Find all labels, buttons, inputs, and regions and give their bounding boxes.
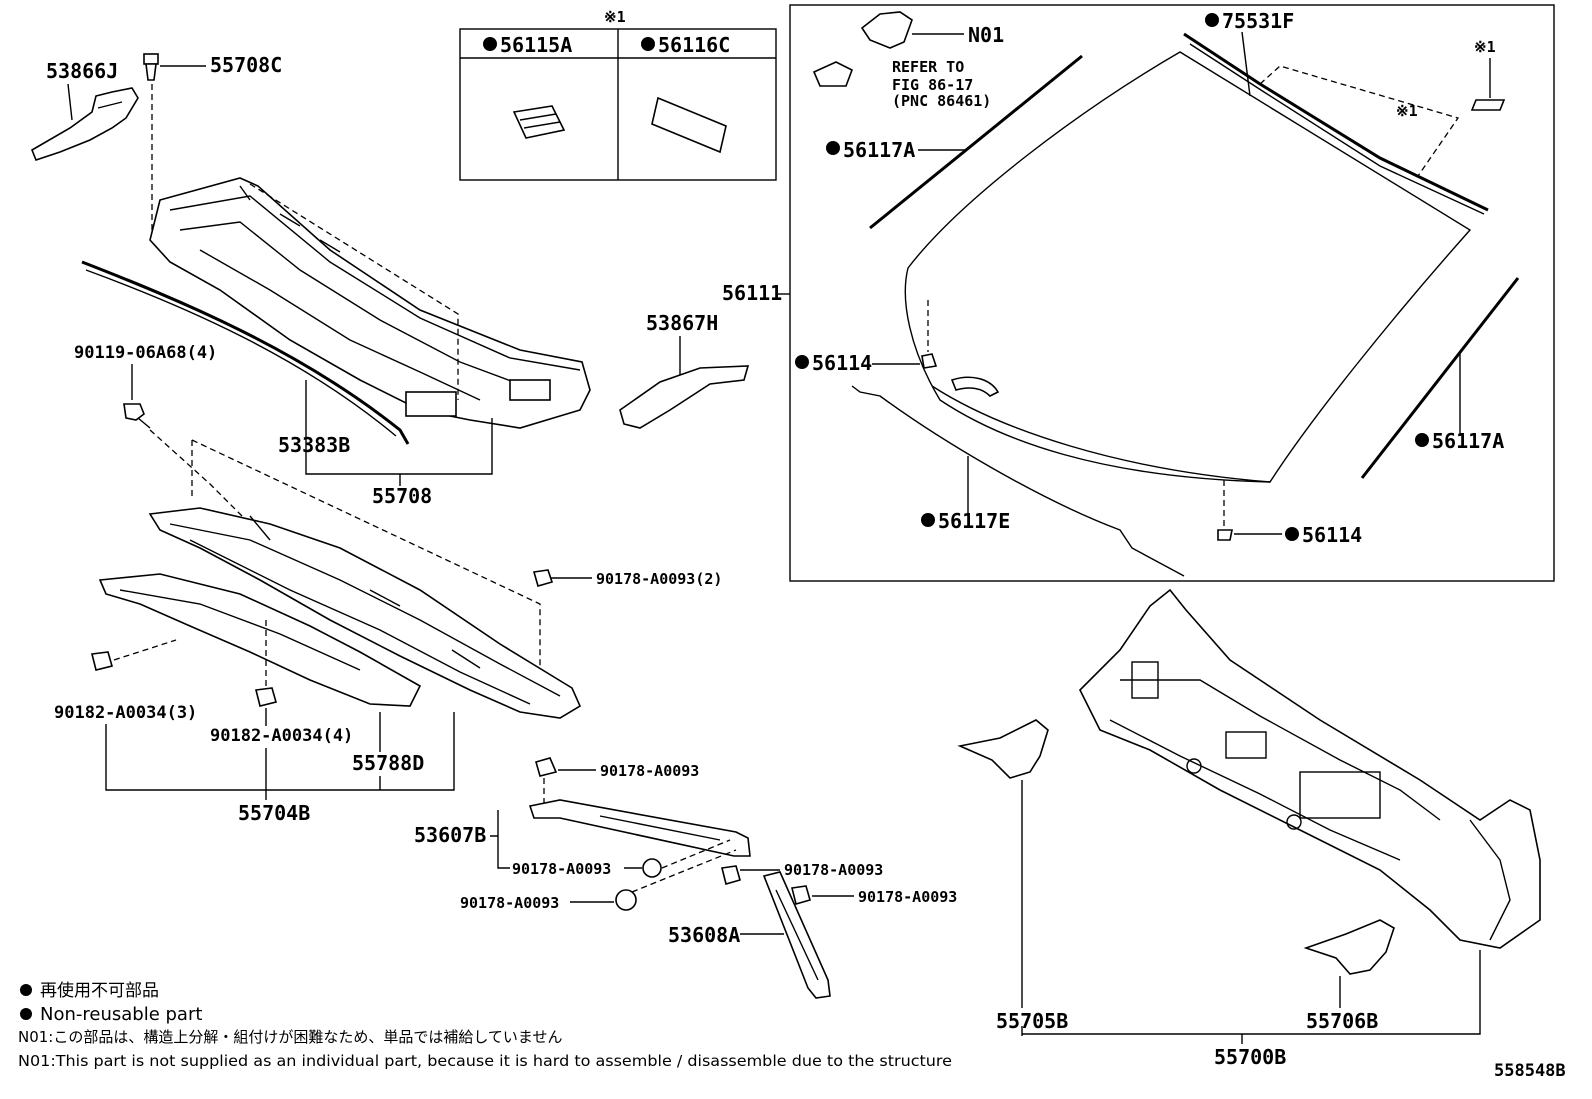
- non-reusable-marker: [826, 141, 840, 155]
- label-55706B: 55706B: [1306, 1009, 1378, 1033]
- part-53607B-brace: [528, 799, 751, 857]
- part-90182-nut-left: [91, 651, 113, 671]
- label-55705B: 55705B: [996, 1009, 1068, 1033]
- label-55788D: 55788D: [352, 751, 424, 775]
- label-refer-line2: FIG 86-17: [892, 76, 973, 94]
- part-56114-left: [921, 353, 938, 369]
- note-jp: N01:この部品は、構造上分解・組付けが困難なため、単品では補給していません: [18, 1028, 562, 1046]
- part-55705B: [957, 719, 1049, 779]
- label-90178-A0093-e: 90178-A0093: [858, 888, 957, 906]
- part-53866J: [31, 87, 139, 161]
- label-56117A-top: 56117A: [843, 138, 915, 162]
- label-53866J: 53866J: [46, 59, 118, 83]
- part-53867H: [619, 365, 750, 429]
- part-90178-nut-e: [721, 865, 741, 885]
- part-56117E-strip: [851, 385, 1185, 577]
- non-reusable-marker: [1205, 13, 1219, 27]
- legend-marker-en: [20, 1008, 32, 1020]
- label-75531F: 75531F: [1222, 9, 1294, 33]
- part-75531F-molding: [1183, 32, 1489, 215]
- note-en: N01:This part is not supplied as an indi…: [18, 1052, 952, 1070]
- label-refer-line3: (PNC 86461): [892, 92, 991, 110]
- part-N01: [860, 11, 913, 49]
- label-90178-A0093-a: 90178-A0093: [600, 762, 699, 780]
- part-90119-bolt: [123, 403, 151, 429]
- label-ref-mark-right2: ※1: [1396, 102, 1418, 120]
- figure-id: 558548B: [1494, 1061, 1566, 1081]
- label-55704B: 55704B: [238, 801, 310, 825]
- part-90182-nut-center: [255, 687, 277, 707]
- label-53607B: 53607B: [414, 823, 486, 847]
- non-reusable-marker: [1285, 527, 1299, 541]
- non-reusable-marker: [795, 355, 809, 369]
- label-56114-bottom: 56114: [1302, 523, 1362, 547]
- non-reusable-marker: [921, 513, 935, 527]
- part-90178-nut-f: [791, 885, 811, 905]
- label-56111: 56111: [722, 281, 782, 305]
- part-56115A: [512, 105, 566, 139]
- label-N01: N01: [968, 23, 1004, 47]
- part-90178-nut-d: [615, 889, 637, 911]
- label-55700B: 55700B: [1214, 1045, 1286, 1069]
- part-ref-clip: [1470, 99, 1506, 111]
- part-53608A-brace: [762, 871, 831, 999]
- part-55708C-clip: [143, 53, 159, 81]
- label-56115A: 56115A: [500, 33, 572, 57]
- part-56117A-left-strip: [869, 54, 1083, 230]
- label-56114-left: 56114: [812, 351, 872, 375]
- part-53383B-seal: [81, 260, 410, 445]
- label-56116C: 56116C: [658, 33, 730, 57]
- part-55788D-panel: [98, 573, 422, 707]
- legend-jp: 再使用不可部品: [40, 980, 159, 1001]
- part-90178-nut-c: [642, 858, 662, 878]
- non-reusable-marker: [1415, 433, 1429, 447]
- part-56111-windshield: [904, 51, 1472, 483]
- part-90178-nut-a: [532, 569, 554, 587]
- label-55708: 55708: [372, 484, 432, 508]
- legend-marker-jp: [20, 984, 32, 996]
- label-90182-A0034-3: 90182-A0034(3): [54, 703, 197, 723]
- part-56114-bottom: [1217, 529, 1233, 541]
- part-55700B-dash-panel: [1079, 588, 1541, 949]
- part-56116C: [651, 96, 727, 154]
- non-reusable-marker: [483, 37, 497, 51]
- part-55708-cowl-top: [149, 177, 591, 429]
- label-90178-A0093-d: 90178-A0093: [784, 861, 883, 879]
- label-56117E: 56117E: [938, 509, 1010, 533]
- part-55706B: [1303, 919, 1395, 975]
- label-ref-mark-right1: ※1: [1474, 38, 1496, 56]
- label-90178-A0093-2: 90178-A0093(2): [596, 570, 722, 588]
- label-refer-line1: REFER TO: [892, 58, 964, 76]
- label-53867H: 53867H: [646, 311, 718, 335]
- part-N01-bracket: [812, 61, 854, 87]
- label-53608A: 53608A: [668, 923, 740, 947]
- label-ref-mark-top: ※1: [604, 8, 626, 26]
- part-55704B-panel: [148, 507, 582, 719]
- label-55708C: 55708C: [210, 53, 282, 77]
- part-90178-nut-b: [535, 757, 558, 777]
- part-56117A-right-strip: [1360, 277, 1520, 479]
- label-90178-A0093-b: 90178-A0093: [512, 860, 611, 878]
- label-53383B: 53383B: [278, 433, 350, 457]
- label-90182-A0034-4: 90182-A0034(4): [210, 726, 353, 746]
- legend-en: Non-reusable part: [40, 1004, 202, 1025]
- windshield-box: [789, 4, 1555, 582]
- label-90119-06A68: 90119-06A68(4): [74, 343, 217, 363]
- inset-box: [459, 28, 777, 181]
- label-90178-A0093-c: 90178-A0093: [460, 894, 559, 912]
- label-56117A-right: 56117A: [1432, 429, 1504, 453]
- non-reusable-marker: [641, 37, 655, 51]
